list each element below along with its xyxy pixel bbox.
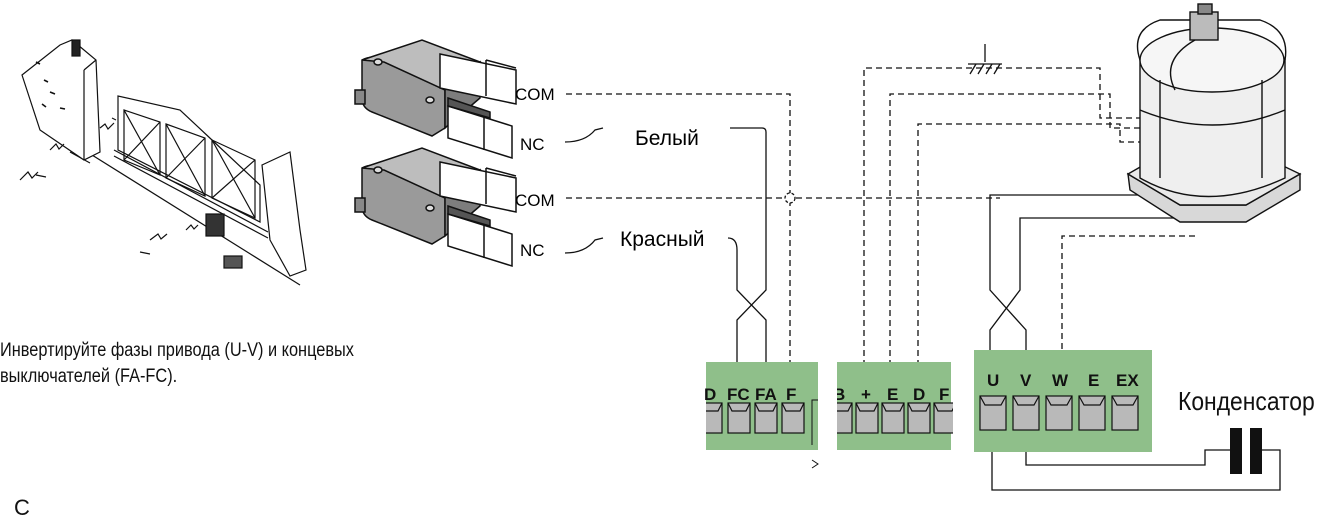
instruction-note: Инвертируйте фазы привода (U-V) и концев… xyxy=(0,338,447,390)
terminal-label-e2: E xyxy=(1088,371,1099,390)
switch-bottom-nc-label: NC xyxy=(520,241,545,260)
cut-off-glyph: С xyxy=(14,495,30,520)
wire-label-red: Красный xyxy=(620,228,705,251)
terminal-block-limit: D FC FA F xyxy=(704,362,819,469)
terminal-label-fa: FA xyxy=(755,385,777,404)
switch-top-nc-label: NC xyxy=(520,135,545,154)
limit-switch-bottom xyxy=(354,147,517,268)
wire-label-white: Белый xyxy=(635,127,699,150)
switch-bottom-com-label: COM xyxy=(515,191,555,210)
terminal-label-d: D xyxy=(704,385,716,404)
wiring-diagram: COM NC COM NC Белый Красный xyxy=(0,3,1315,519)
wiring xyxy=(564,44,1281,491)
terminal-label-plus: + xyxy=(861,385,871,404)
instruction-line-2: выключателей (FA-FC). xyxy=(0,366,178,387)
limit-switch-top xyxy=(354,39,517,160)
terminal-label-w: W xyxy=(1052,371,1069,390)
terminal-label-f: F xyxy=(786,385,796,404)
motor xyxy=(1126,3,1302,223)
switch-top-com-label: COM xyxy=(515,85,555,104)
terminal-label-f2: F xyxy=(939,385,949,404)
terminal-label-fc: FC xyxy=(727,385,750,404)
gate-illustration xyxy=(19,39,307,286)
terminal-block-encoder: B + E D F xyxy=(833,362,953,450)
terminal-label-b: B xyxy=(833,385,845,404)
instruction-line-1: Инвертируйте фазы привода (U-V) и концев… xyxy=(0,340,354,361)
terminal-label-u: U xyxy=(987,371,999,390)
capacitor-label: Конденсатор xyxy=(1178,386,1315,416)
terminal-block-motor: U V W E EX xyxy=(974,350,1152,452)
terminal-label-e: E xyxy=(887,385,898,404)
terminal-label-ex: EX xyxy=(1116,371,1139,390)
terminal-label-d2: D xyxy=(913,385,925,404)
terminal-label-v: V xyxy=(1020,371,1032,390)
capacitor xyxy=(1230,428,1262,474)
